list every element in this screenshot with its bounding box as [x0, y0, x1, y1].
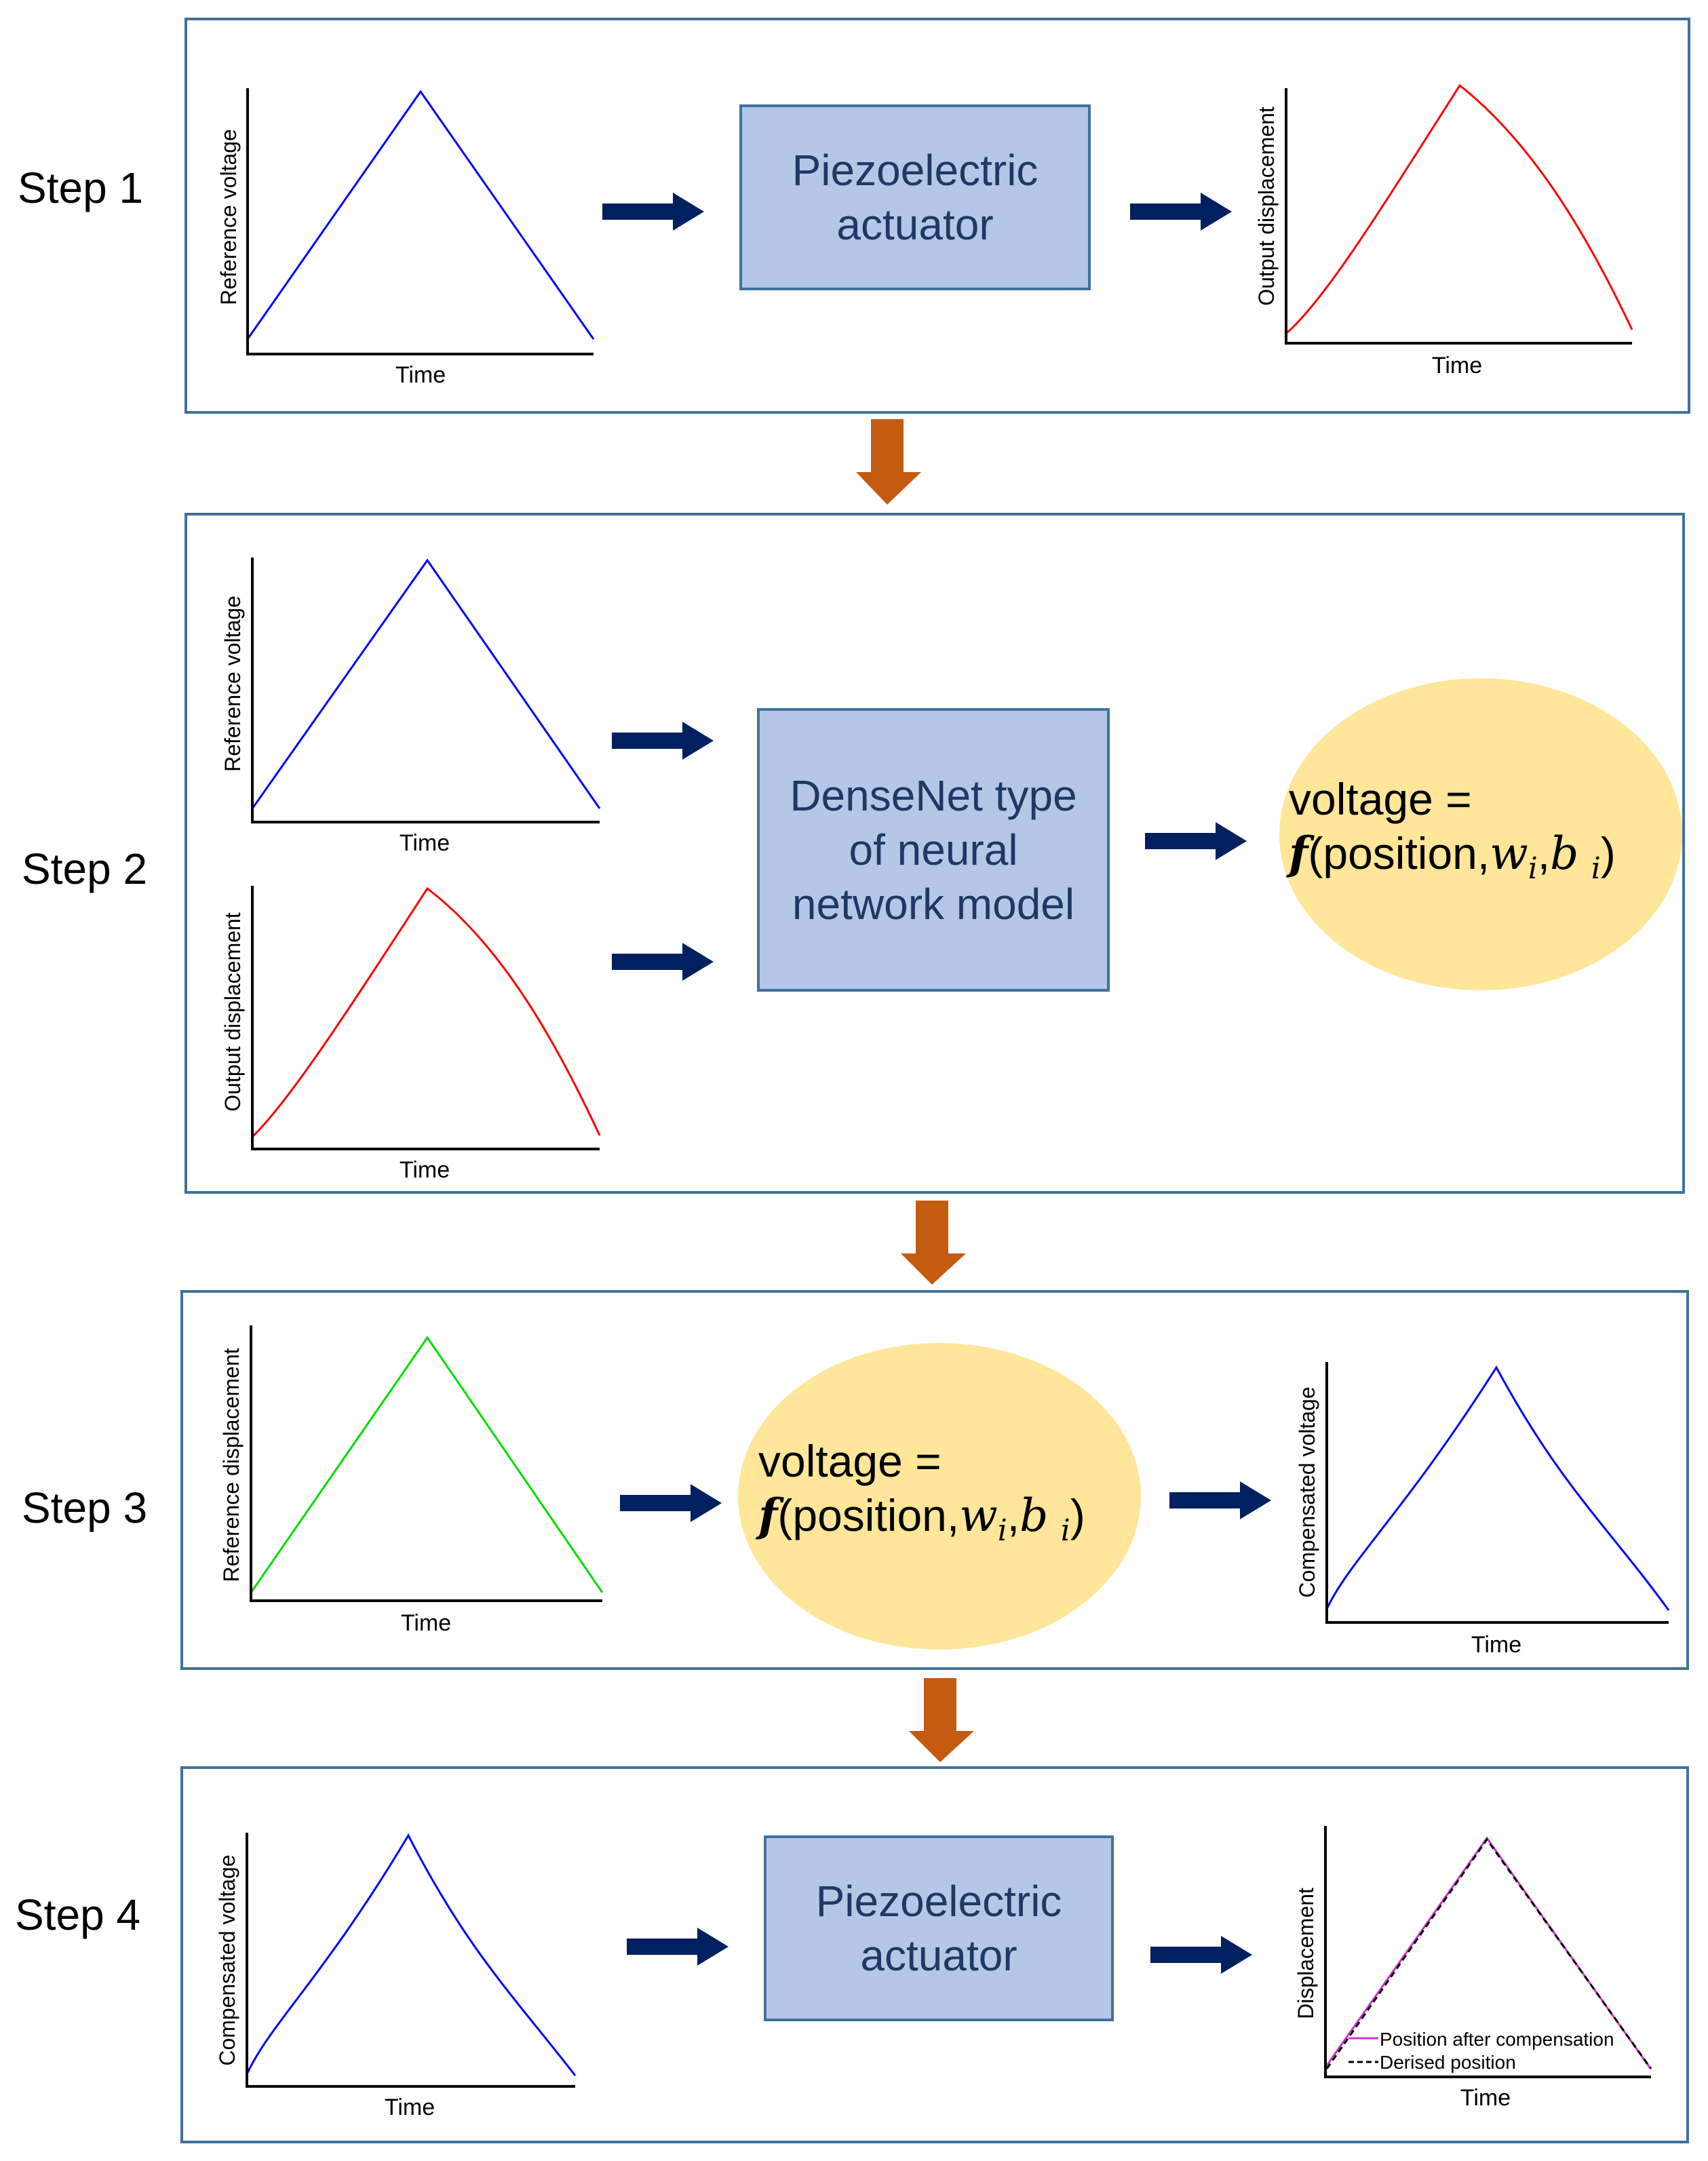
x-axis-label: Time — [385, 2095, 435, 2120]
s2-output-displacement-curve — [251, 887, 601, 1138]
equation-comma: , — [1007, 1490, 1020, 1541]
s1-reference-voltage-plot: Time Reference voltage — [216, 88, 595, 388]
piezoelectric-actuator-label: Piezoelectric actuator — [815, 1877, 1062, 1980]
step-4-label: Step 4 — [15, 1890, 141, 1939]
step-arrow-icon — [856, 419, 921, 505]
x-axis-label: Time — [395, 362, 446, 388]
y-axis-label: Compensated voltage — [215, 1854, 239, 2065]
densenet-model-label: DenseNet type of neural network model — [790, 771, 1077, 929]
y-axis-label: Reference voltage — [220, 596, 245, 772]
equation-weight: w — [1490, 828, 1528, 880]
x-axis-label: Time — [1432, 353, 1482, 378]
equation-close: ) — [1600, 828, 1616, 879]
equation-weight-index: i — [997, 1513, 1007, 1549]
s2-reference-voltage-curve — [251, 558, 601, 809]
s3-compensated-voltage-curve — [1325, 1365, 1670, 1611]
flow-arrow-icon — [612, 722, 714, 760]
step-2-label: Step 2 — [22, 844, 148, 893]
trained-model-equation-ellipse: voltage = f(position,wi,b i) — [1279, 678, 1682, 990]
s4-compensated-voltage-curve — [246, 1833, 577, 2076]
flow-arrow-icon — [1130, 193, 1232, 231]
flow-arrow-icon — [1169, 1481, 1271, 1519]
x-axis-label: Time — [400, 1157, 450, 1183]
step-arrow-icon — [901, 1201, 966, 1285]
x-axis-label: Time — [1460, 2085, 1511, 2111]
flow-arrow-icon — [1145, 822, 1247, 860]
step-3-label: Step 3 — [22, 1483, 148, 1532]
equation-lhs: voltage = — [758, 1436, 942, 1487]
s1-output-displacement-curve — [1286, 83, 1633, 334]
piezoelectric-actuator-box: Piezoelectric actuator — [764, 1835, 1114, 2021]
s2-reference-voltage-plot: Time Reference voltage — [220, 558, 601, 856]
y-axis-label: Reference voltage — [216, 129, 241, 305]
equation-function: f — [758, 1489, 778, 1542]
desired-position-curve — [1325, 1837, 1652, 2069]
densenet-model-box: DenseNet type of neural network model — [757, 708, 1110, 992]
piezoelectric-actuator-box: Piezoelectric actuator — [739, 104, 1091, 290]
step-arrow-icon — [909, 1678, 974, 1762]
flow-arrow-icon — [627, 1928, 729, 1966]
y-axis-label: Compensated voltage — [1295, 1386, 1319, 1597]
y-axis-label: Displacement — [1294, 1888, 1318, 2019]
flow-arrow-icon — [612, 943, 714, 981]
s4-displacement-plot: Position after compensation Derised posi… — [1294, 1826, 1652, 2111]
model-equation-ellipse: voltage = f(position,wi,b i) — [738, 1343, 1141, 1650]
equation-bias-index: i — [1060, 1513, 1070, 1549]
equation-open: (position, — [1308, 828, 1490, 879]
step-1-label: Step 1 — [18, 163, 144, 212]
legend-entry-desired: Derised position — [1380, 2052, 1516, 2073]
x-axis-label: Time — [1471, 1632, 1521, 1658]
s3-reference-displacement-curve — [250, 1336, 604, 1593]
s3-compensated-voltage-plot: Time Compensated voltage — [1295, 1362, 1670, 1658]
equation-open: (position, — [777, 1490, 960, 1541]
flow-arrow-icon — [602, 193, 704, 231]
equation-function: f — [1289, 827, 1308, 880]
s1-output-displacement-plot: Time Output displacement — [1254, 83, 1633, 378]
y-axis-label: Output displacement — [1254, 106, 1279, 306]
equation-bias: b — [1550, 828, 1579, 880]
s2-output-displacement-plot: Time Output displacement — [220, 886, 601, 1183]
equation-rhs: f(position,wi,b i) — [1289, 826, 1682, 896]
x-axis-label: Time — [401, 1610, 451, 1636]
equation-weight-index: i — [1528, 851, 1538, 887]
y-axis-label: Output displacement — [220, 912, 245, 1112]
x-axis-label: Time — [400, 830, 450, 856]
y-axis-label: Reference displacement — [219, 1348, 244, 1582]
s4-compensated-voltage-plot: Time Compensated voltage — [215, 1833, 577, 2120]
equation-rhs: f(position,wi,b i) — [758, 1488, 1141, 1558]
piezoelectric-actuator-label: Piezoelectric actuator — [792, 146, 1039, 249]
equation-comma: , — [1537, 828, 1551, 879]
s1-reference-voltage-curve — [246, 90, 595, 340]
equation-bias: b — [1020, 1490, 1049, 1542]
equation-bias-index: i — [1591, 851, 1601, 887]
flow-arrow-icon — [1150, 1936, 1252, 1974]
flow-arrow-icon — [620, 1484, 722, 1522]
s3-reference-displacement-plot: Time Reference displacement — [219, 1325, 604, 1636]
equation-close: ) — [1070, 1490, 1085, 1541]
equation-weight: w — [959, 1490, 998, 1542]
legend-entry-compensated: Position after compensation — [1380, 2029, 1614, 2050]
equation-lhs: voltage = — [1289, 774, 1472, 825]
